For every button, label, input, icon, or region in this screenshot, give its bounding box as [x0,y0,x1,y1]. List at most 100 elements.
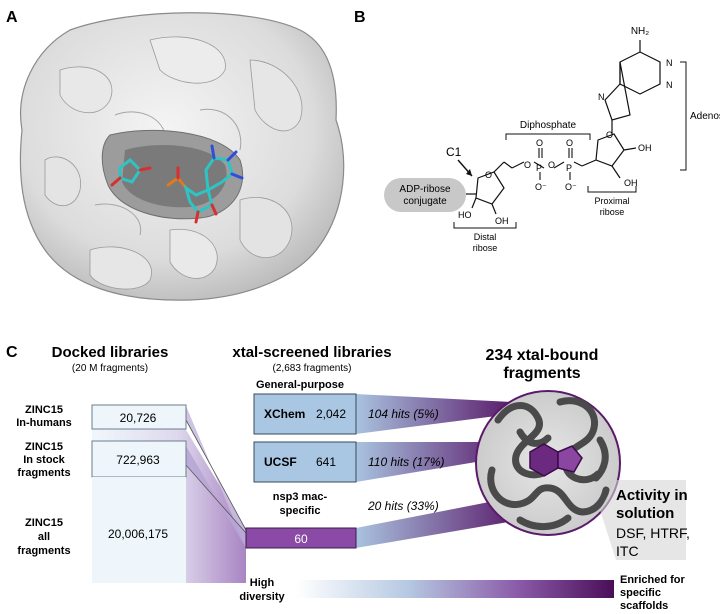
ucsf-hits: 110 hits (17%) [368,455,444,469]
docked-label-1a: ZINC15 [25,404,63,416]
docked-labels: ZINC15 In-humans ZINC15 In stock fragmen… [16,404,72,557]
docked-subtitle: (20 M fragments) [72,363,148,374]
docked-label-3c: fragments [17,545,70,557]
docked-value-3: 20,006,175 [108,527,168,541]
nsp3-hits: 20 hits (33%) [367,499,439,513]
distal-bracket [453,222,517,229]
ho-distal: HO [458,210,472,220]
xtal-subtitle: (2,683 fragments) [273,363,352,374]
o-label-ring2: O [606,130,613,140]
distal-label-1: Distal [474,232,497,242]
gradient-right-1: Enriched for [620,574,686,586]
distal-label-2: ribose [473,243,498,253]
nsp3-label-2: specific [280,505,321,517]
adenosine-label: Adenosine [690,111,720,122]
gradient-left-1: High [250,577,275,589]
docked-box-1 [91,404,187,430]
o-label-ring1: O [485,170,492,180]
band-nsp3 [356,496,520,548]
docked-value-2: 722,963 [116,453,160,467]
diphosphate-chain [511,148,583,180]
band-ucsf [356,442,512,482]
n-label-3: N [598,92,605,102]
oh-proximal-1: OH [638,143,652,153]
diversity-gradient-bar [296,580,614,598]
gradient-right-2: specific [620,587,661,599]
nsp3-box [245,527,357,549]
conjugate-label-2: conjugate [403,196,447,207]
activity-title-1: Activity in [616,487,688,504]
xtal-bound-circle [475,390,621,536]
gradient-left-2: diversity [239,591,285,603]
docked-label-2a: ZINC15 [25,441,63,453]
panel-b-letter: B [354,9,366,26]
activity-title-2: solution [616,505,674,522]
conjugate-pill [384,178,466,212]
docked-label-2b: In stock [23,454,65,466]
xchem-value: 2,042 [316,407,346,421]
activity-body-2: ITC [616,543,639,559]
adenosine-bracket [680,61,687,171]
p-label-2: P [566,163,572,173]
protein-surface [19,12,345,301]
xchem-box [253,393,357,435]
proximal-label-1: Proximal [594,196,629,206]
bound-title-2: fragments [503,365,580,382]
panel-c: C Docked libraries (20 M fragments) xtal… [6,344,690,612]
protein-ribbon [487,397,610,530]
xtal-title: xtal-screened libraries [232,344,391,361]
n-label-2: N [666,80,673,90]
activity-callout [600,480,686,560]
panel-b: B NH₂ N N N Adenosine O OH OH Proximal r… [354,9,720,253]
bound-fragment [529,443,583,477]
o-label-chain1: O [524,160,531,170]
docked-value-1: 20,726 [120,411,157,425]
xchem-name: XChem [264,407,305,421]
activity-body-1: DSF, HTRF, [616,525,690,541]
docked-label-3b: all [38,531,50,543]
docked-box-2 [91,440,187,478]
nsp3-label-1: nsp3 mac- [273,491,328,503]
p-label-1: P [536,163,542,173]
panel-a-letter: A [6,9,18,26]
o-label-p1-top: O [536,138,543,148]
fan-wedge-1 [186,406,246,548]
nsp3-value: 60 [294,532,308,546]
xchem-hits: 104 hits (5%) [368,407,439,421]
ominus-label-1: O⁻ [535,182,547,192]
proximal-bracket [587,186,637,193]
o-label-chain2: O [548,160,555,170]
adenine-structure [604,40,661,134]
panel-a: A [6,9,345,301]
panel-c-letter: C [6,344,18,361]
ominus-label-2: O⁻ [565,182,577,192]
diphosphate-bracket [505,133,591,140]
proximal-ribose-structure [581,133,637,179]
docked-title: Docked libraries [52,344,169,361]
general-purpose-label: General-purpose [256,379,344,391]
distal-ribose-structure [471,161,513,215]
docked-box-3 [92,477,186,583]
nh2-label: NH₂ [631,26,649,37]
band-xchem [356,394,512,434]
o-label-p2-top: O [566,138,573,148]
gradient-right-3: scaffolds [620,600,668,612]
diphosphate-label: Diphosphate [520,120,577,131]
ucsf-value: 641 [316,455,336,469]
fan-wedge-2 [186,446,246,548]
c1-label: C1 [446,145,462,159]
oh-distal: OH [495,216,509,226]
oh-proximal-2: OH [624,178,638,188]
ucsf-box [253,441,357,483]
c1-arrowhead [466,169,472,176]
docked-label-1b: In-humans [16,417,72,429]
conjugate-label-1: ADP-ribose [399,184,451,195]
ligand-adp-ribose [110,144,244,224]
bound-title-1: 234 xtal-bound [486,347,599,364]
proximal-label-2: ribose [600,207,625,217]
docked-label-3a: ZINC15 [25,517,63,529]
n-label-1: N [666,58,673,68]
ucsf-name: UCSF [264,455,297,469]
docked-label-2c: fragments [17,467,70,479]
